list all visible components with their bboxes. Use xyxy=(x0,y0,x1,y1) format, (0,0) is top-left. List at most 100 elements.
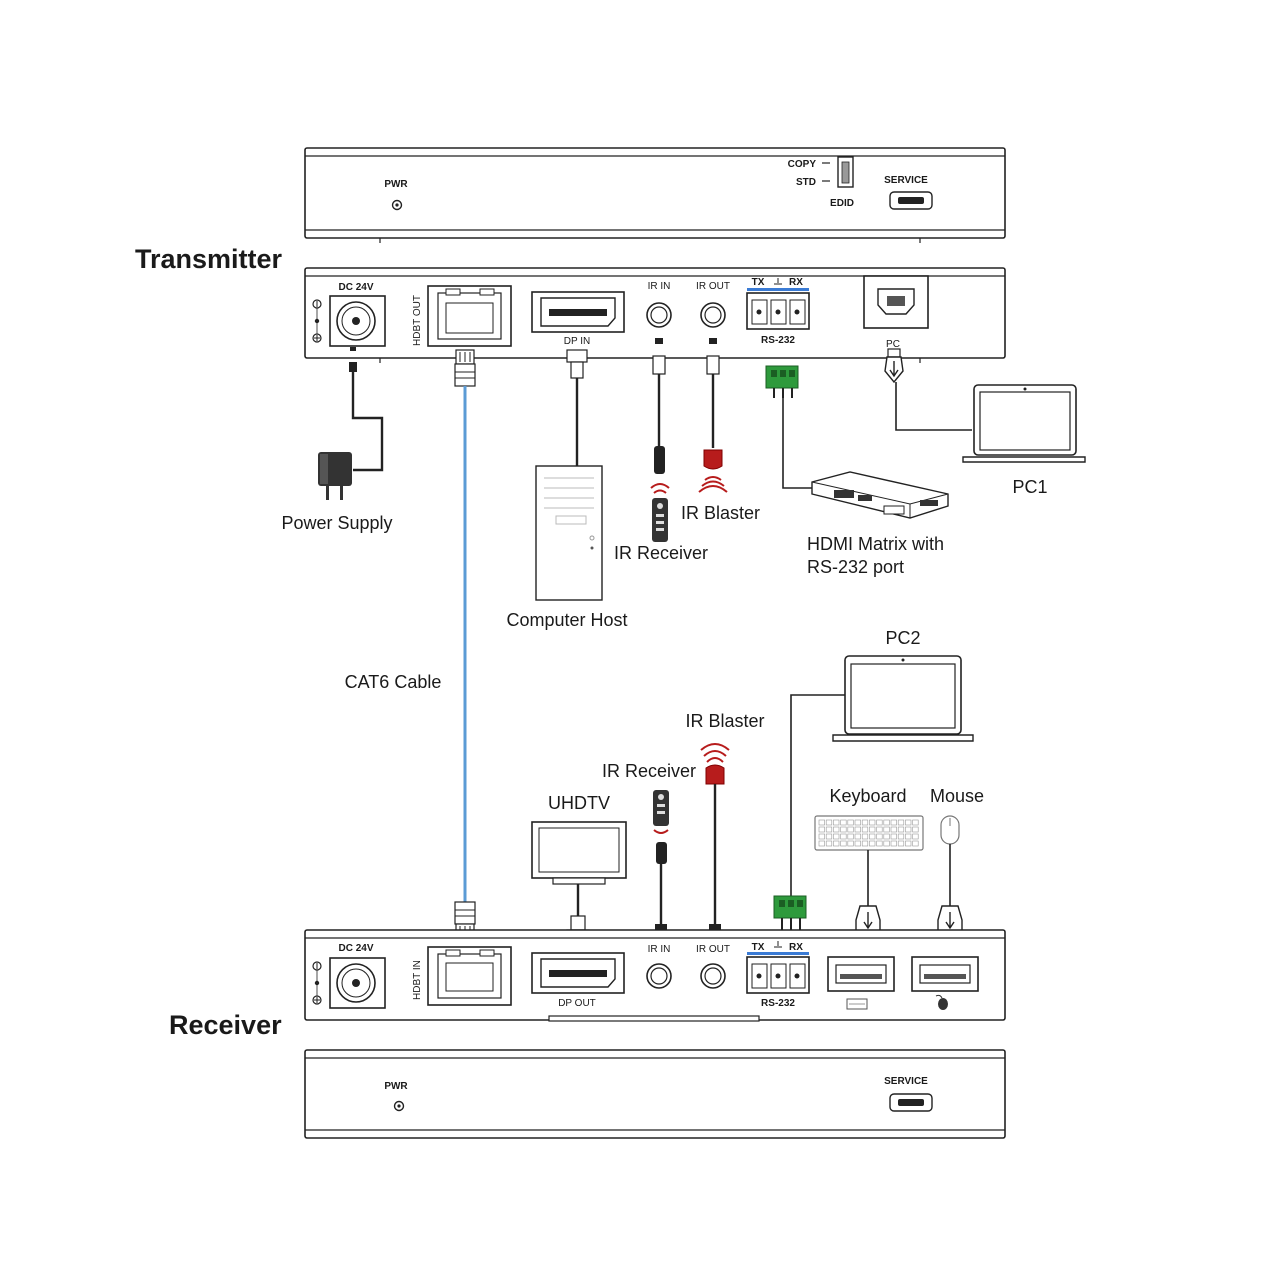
keyboard-key xyxy=(890,833,897,840)
keyboard-key xyxy=(861,840,869,847)
hdbt-in-label: HDBT IN xyxy=(412,960,423,1000)
keyboard-key xyxy=(818,826,825,833)
cat6-label: CAT6 Cable xyxy=(345,672,442,692)
keyboard-key xyxy=(876,840,883,847)
keyboard-key xyxy=(883,819,890,826)
keyboard-key xyxy=(890,826,897,833)
tx-pwr-led-icon xyxy=(391,199,403,211)
rx-ir-in-jack-icon[interactable] xyxy=(646,963,672,989)
keyboard-port-small-icon xyxy=(846,998,868,1010)
keyboard-key xyxy=(847,819,854,826)
keyboard-key xyxy=(883,833,890,840)
pc-port-label: PC xyxy=(886,339,900,350)
rx-dc-label: DC 24V xyxy=(338,943,373,954)
hdmi-matrix-label-line1: HDMI Matrix with xyxy=(807,534,944,554)
tx-service-port-icon[interactable] xyxy=(889,191,933,210)
tx-dc-jack-icon[interactable] xyxy=(329,295,386,347)
pc-usb-b-port-icon[interactable] xyxy=(863,275,929,329)
keyboard-key xyxy=(869,833,876,840)
keyboard-key xyxy=(869,826,876,833)
dp-out-port-icon[interactable] xyxy=(531,952,625,994)
transmitter-rear-panel: DC 24V HDBT OUT DP IN IR IN xyxy=(304,267,1006,363)
keyboard-icon xyxy=(814,815,924,851)
hdmi-matrix-icon xyxy=(811,471,949,519)
keyboard-key xyxy=(825,833,833,840)
keyboard-key xyxy=(876,819,883,826)
keyboard-usb-port-icon[interactable] xyxy=(827,956,895,992)
keyboard-key xyxy=(897,819,905,826)
rx-rs232-plug-icon xyxy=(773,895,807,930)
keyboard-key xyxy=(854,840,861,847)
tx-ir-out-jack-icon[interactable] xyxy=(700,302,726,328)
edid-label: EDID xyxy=(830,198,854,209)
tx-dc-label: DC 24V xyxy=(338,282,373,293)
tx-ir-receiver-head-icon xyxy=(654,446,665,474)
keyboard-key xyxy=(840,826,847,833)
transmitter-connections: Power Supply CAT6 Cable Computer Ho xyxy=(281,338,1086,902)
rx-dc-jack-icon[interactable] xyxy=(329,957,386,1009)
keyboard-key xyxy=(854,826,861,833)
power-plug-icon xyxy=(349,347,357,372)
rx-polarity-icon xyxy=(312,961,322,1005)
keyboard-key xyxy=(897,833,905,840)
transmitter-front-panel: PWR COPY STD EDID SERVICE xyxy=(304,147,1006,243)
dp-plug-icon xyxy=(566,349,588,379)
keyboard-key xyxy=(876,826,883,833)
dp-in-port-icon[interactable] xyxy=(531,291,625,333)
keyboard-key xyxy=(825,826,833,833)
uhdtv-icon xyxy=(531,821,627,885)
tx-ir-blaster-label: IR Blaster xyxy=(681,503,760,523)
rx-ir-receiver-head-icon xyxy=(656,842,667,864)
keyboard-key xyxy=(847,833,854,840)
tx-rs232-label: RS-232 xyxy=(761,335,795,346)
edid-switch-icon[interactable] xyxy=(837,156,854,188)
tx-pwr-label: PWR xyxy=(384,179,408,190)
mouse-label: Mouse xyxy=(930,786,984,806)
mouse-port-small-icon xyxy=(935,994,948,1010)
receiver-connections: PC2 IR Blaster IR Receiver UHDTV xyxy=(454,628,984,943)
tx-rj45-plug-icon xyxy=(454,349,476,387)
keyboard-key xyxy=(833,833,840,840)
uhdtv-label: UHDTV xyxy=(548,793,610,813)
dp-in-label: DP IN xyxy=(564,336,591,347)
tx-rs232-rx-label: RX xyxy=(789,277,803,288)
rx-rs232-rx-label: RX xyxy=(789,942,803,953)
hdbt-out-port-icon[interactable] xyxy=(427,285,512,347)
rx-rs232-tx-label: TX xyxy=(752,942,765,953)
keyboard-label: Keyboard xyxy=(829,786,906,806)
rx-rs232-terminal-icon[interactable] xyxy=(746,956,810,994)
rx-ir-receiver-remote-icon xyxy=(653,790,669,834)
keyboard-key xyxy=(840,840,847,847)
tx-rs232-bar xyxy=(747,288,809,291)
dp-out-label: DP OUT xyxy=(558,998,596,1009)
keyboard-key xyxy=(912,840,919,847)
rx-rs232-label: RS-232 xyxy=(761,998,795,1009)
mouse-usb-port-icon[interactable] xyxy=(911,956,979,992)
rx-ir-out-jack-icon[interactable] xyxy=(700,963,726,989)
tx-ir-in-jack-icon[interactable] xyxy=(646,302,672,328)
tx-ir-blaster-icon xyxy=(698,449,728,493)
keyboard-key xyxy=(897,840,905,847)
keyboard-key xyxy=(825,819,833,826)
edid-std-label: STD xyxy=(796,177,816,188)
tx-rs232-terminal-icon[interactable] xyxy=(746,292,810,330)
keyboard-key xyxy=(912,819,919,826)
rx-service-port-icon[interactable] xyxy=(889,1093,933,1112)
keyboard-key xyxy=(833,819,840,826)
hdmi-matrix-label-line2: RS-232 port xyxy=(807,557,904,577)
pc2-label: PC2 xyxy=(885,628,920,648)
keyboard-key xyxy=(861,833,869,840)
rx-ir-blaster-icon xyxy=(700,743,730,785)
rx-ir-out-label: IR OUT xyxy=(696,944,730,955)
keyboard-key xyxy=(818,819,825,826)
pc1-laptop-icon xyxy=(962,384,1086,463)
hdbt-in-port-icon[interactable] xyxy=(427,946,512,1006)
rx-service-label: SERVICE xyxy=(884,1076,928,1087)
receiver-title: Receiver xyxy=(169,1010,282,1040)
power-cable xyxy=(351,372,384,472)
edid-copy-label: COPY xyxy=(788,159,817,170)
keyboard-key xyxy=(912,826,919,833)
tx-usb-cable xyxy=(895,382,972,431)
keyboard-key xyxy=(869,840,876,847)
keyboard-key xyxy=(861,826,869,833)
